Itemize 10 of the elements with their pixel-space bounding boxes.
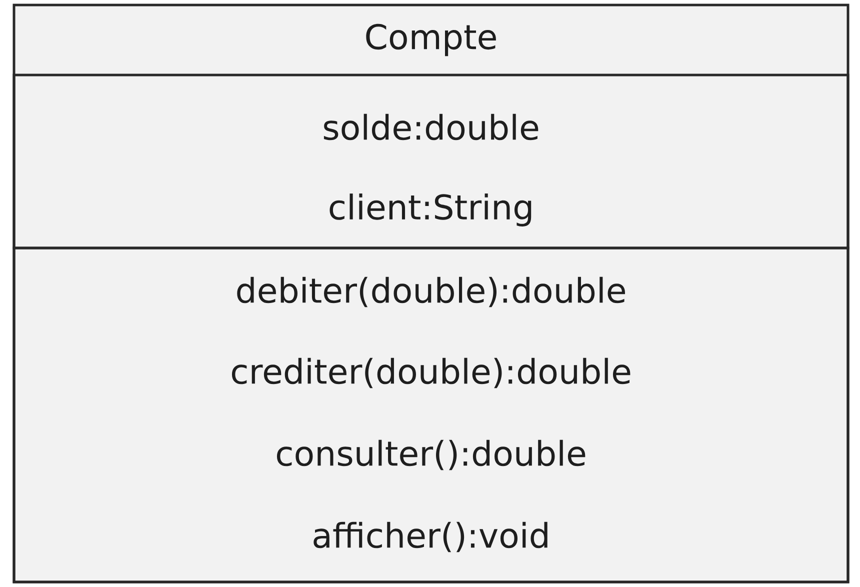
attribute-text: solde:double	[324, 114, 538, 140]
class-box	[12, 4, 850, 584]
method-text: debiter(double):double	[237, 276, 625, 308]
attribute-text: client:String	[330, 194, 532, 226]
method-text: afficher():void	[314, 522, 548, 552]
class-name: Compte	[366, 24, 496, 56]
attribute-compartment	[12, 74, 850, 250]
method-text: crediter(double):double	[232, 358, 630, 388]
method-text: consulter():double	[276, 440, 586, 470]
method-compartment	[12, 246, 850, 584]
